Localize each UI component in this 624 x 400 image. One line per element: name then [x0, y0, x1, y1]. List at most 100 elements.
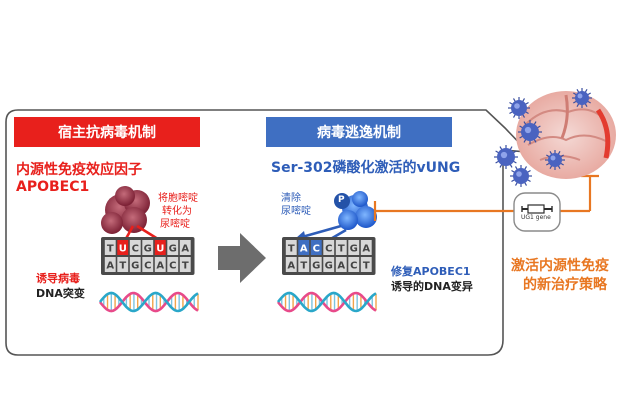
- seq-left-bottom-letter: C: [169, 261, 176, 272]
- seq-left-bottom-letter: A: [106, 261, 114, 272]
- seq-left-bottom-letter: A: [156, 261, 164, 272]
- seq-right-top-letter: C: [313, 244, 320, 255]
- repair-label-line1: 修复APOBEC1: [391, 265, 471, 278]
- seq-right-bottom-letter: A: [337, 261, 345, 272]
- header-host-mechanism: 宿主抗病毒机制: [14, 117, 200, 147]
- seq-left-top-letter: U: [119, 244, 127, 255]
- virus-highlight: [514, 103, 520, 109]
- brain-illustration: [516, 91, 616, 179]
- phospho-badge: [334, 193, 350, 209]
- seq-left-bottom-cell: [104, 257, 116, 272]
- virus-highlight: [524, 126, 532, 134]
- strategy-label-line2: 的新治疗策略: [523, 277, 607, 293]
- dna-helix-left: [98, 291, 199, 313]
- seq-right-top-letter: A: [300, 244, 308, 255]
- seq-right-top-letter: G: [350, 244, 358, 255]
- ug1-gene-badge: [513, 192, 561, 232]
- seq-left-bottom-cell: [167, 257, 179, 272]
- seq-right-bottom-letter: T: [300, 261, 307, 272]
- seq-left-bottom-letter: T: [182, 261, 189, 272]
- seq-left-top-cell: [179, 240, 191, 255]
- seq-right-top-cell: [285, 240, 297, 255]
- seq-right-bottom-letter: T: [363, 261, 370, 272]
- seq-left-top-cell: [142, 240, 154, 255]
- seq-right-top-letter: T: [288, 244, 295, 255]
- mutation-label-line2: DNA突变: [36, 287, 85, 300]
- seq-right-top-cell: [335, 240, 347, 255]
- seq-left-top-letter: T: [107, 244, 114, 255]
- seq-right-bottom-letter: A: [287, 261, 295, 272]
- apobec1-title-line2: APOBEC1: [16, 179, 90, 195]
- seq-left-bottom-letter: T: [119, 261, 126, 272]
- virus-particle: [513, 168, 529, 184]
- seq-right-bottom-cell: [323, 257, 335, 272]
- dna-right-strand-b: [276, 291, 377, 313]
- seq-right-top-letter: C: [325, 244, 332, 255]
- vung-title: Ser-302磷酸化激活的vUNG: [271, 160, 461, 176]
- mutation-label-line1-text: 诱导病毒: [36, 272, 80, 285]
- seq-left-bottom-letter: G: [131, 261, 139, 272]
- seq-right-top-cell: [298, 240, 310, 255]
- seq-right-top-cell: [310, 240, 322, 255]
- seq-left-bottom-cell: [129, 257, 141, 272]
- seq-right-top-letter: T: [338, 244, 345, 255]
- mutation-label-line1: 诱导病毒: [36, 272, 80, 286]
- virus-highlight: [500, 151, 508, 159]
- seq-right-bottom-cell: [360, 257, 372, 272]
- virus-particles: [494, 88, 592, 187]
- convert-label-line2: 转化为: [162, 206, 192, 217]
- seq-left-top-cell: [167, 240, 179, 255]
- strategy-label-line1: 激活内源性免疫: [511, 258, 609, 274]
- seq-right-top-cell: [348, 240, 360, 255]
- phospho-badge-label: P: [338, 195, 345, 205]
- virus-highlight: [516, 171, 522, 177]
- seq-left-bottom-letter: C: [144, 261, 151, 272]
- seq-left-top-letter: A: [181, 244, 189, 255]
- dna-left-strand-a: [98, 291, 199, 313]
- seq-left-bottom-cell: [154, 257, 166, 272]
- seq-right-bottom-cell: [298, 257, 310, 272]
- convert-label-line3: 尿嘧啶: [160, 219, 190, 230]
- virus-particle: [548, 153, 562, 167]
- seq-left-top-letter: G: [144, 244, 152, 255]
- seq-left-top-letter: U: [156, 244, 164, 255]
- seq-right-bottom-cell: [335, 257, 347, 272]
- seq-right-bottom-cell: [285, 257, 297, 272]
- vung-protein-blob: [338, 191, 377, 230]
- dna-left-strand-b: [98, 291, 199, 313]
- seq-right-bottom-cell: [310, 257, 322, 272]
- apobec1-protein-blob: [101, 186, 150, 234]
- seq-right-bottom-cell: [348, 257, 360, 272]
- virus-particle: [511, 100, 527, 116]
- seq-right-top-cell: [360, 240, 372, 255]
- seq-left-top-cell: [117, 240, 129, 255]
- virus-highlight: [550, 155, 556, 161]
- seq-left-top-cell: [129, 240, 141, 255]
- seq-right-top-cell: [323, 240, 335, 255]
- seq-left-bottom-cell: [117, 257, 129, 272]
- ug1-gene-label: UG1 gene: [521, 214, 551, 221]
- dna-right-strand-a: [276, 291, 377, 313]
- header-viral-escape: 病毒逃逸机制: [266, 117, 452, 147]
- dna-helix-right: [276, 291, 377, 313]
- apobec1-title-line1: 内源性免疫效应因子: [16, 162, 142, 178]
- seq-right-bottom-letter: G: [312, 261, 320, 272]
- process-arrow: [218, 233, 266, 283]
- seq-right-bottom-letter: G: [325, 261, 333, 272]
- repair-label-line2: 诱导的DNA变异: [391, 280, 473, 293]
- convert-label-line1: 将胞嘧啶: [158, 193, 198, 204]
- seq-left-top-cell: [154, 240, 166, 255]
- seq-left-bottom-cell: [179, 257, 191, 272]
- seq-left-bottom-cell: [142, 257, 154, 272]
- virus-particle: [575, 91, 589, 105]
- remove-label-line1: 清除: [281, 193, 301, 204]
- seq-left-top-letter: C: [132, 244, 139, 255]
- seq-right-top-letter: A: [362, 244, 370, 255]
- virus-highlight: [577, 93, 583, 99]
- seq-left-top-letter: G: [169, 244, 177, 255]
- seq-right-bottom-letter: C: [350, 261, 357, 272]
- remove-label-line2: 尿嘧啶: [281, 206, 311, 217]
